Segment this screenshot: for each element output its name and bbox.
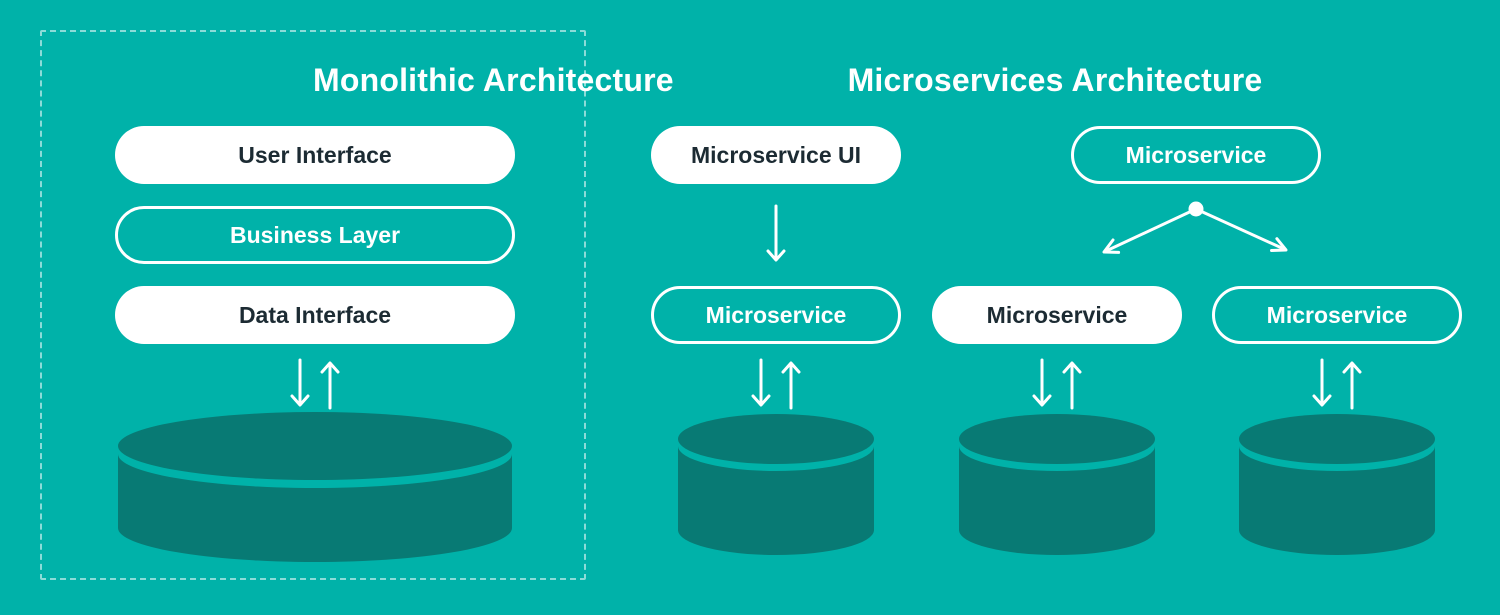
microservices-title: Microservices Architecture <box>847 62 1263 98</box>
updown-arrows-icon <box>290 358 340 410</box>
pill-microservice-left: Microservice <box>651 286 901 344</box>
updown-arrows-icon <box>1032 358 1082 410</box>
monolithic-panel-border <box>40 30 586 580</box>
database-cylinder-icon <box>1239 414 1435 555</box>
pill-business-layer: Business Layer <box>115 206 515 264</box>
down-arrow-icon <box>766 204 786 262</box>
pill-microservice-top: Microservice <box>1071 126 1321 184</box>
pill-microservice-ui-label: Microservice UI <box>690 141 862 168</box>
pill-microservice-top-label: Microservice <box>1125 141 1267 168</box>
branch-node-dot <box>1188 201 1204 217</box>
updown-arrows-icon <box>751 358 801 410</box>
database-cylinder-icon <box>959 414 1155 555</box>
pill-microservice-center-label: Microservice <box>986 301 1128 328</box>
branch-arrows-icon <box>1102 201 1288 254</box>
pill-user-interface: User Interface <box>115 126 515 184</box>
pill-microservice-center: Microservice <box>932 286 1182 344</box>
pill-business-layer-label: Business Layer <box>229 221 401 248</box>
pill-microservice-ui: Microservice UI <box>651 126 901 184</box>
pill-microservice-left-label: Microservice <box>705 301 847 328</box>
database-cylinder-icon <box>118 412 512 562</box>
pill-microservice-right: Microservice <box>1212 286 1462 344</box>
pill-data-interface-label: Data Interface <box>238 301 392 328</box>
monolithic-title: Monolithic Architecture <box>313 62 674 98</box>
pill-microservice-right-label: Microservice <box>1266 301 1408 328</box>
pill-user-interface-label: User Interface <box>238 141 392 168</box>
pill-data-interface: Data Interface <box>115 286 515 344</box>
database-cylinder-icon <box>678 414 874 555</box>
updown-arrows-icon <box>1312 358 1362 410</box>
